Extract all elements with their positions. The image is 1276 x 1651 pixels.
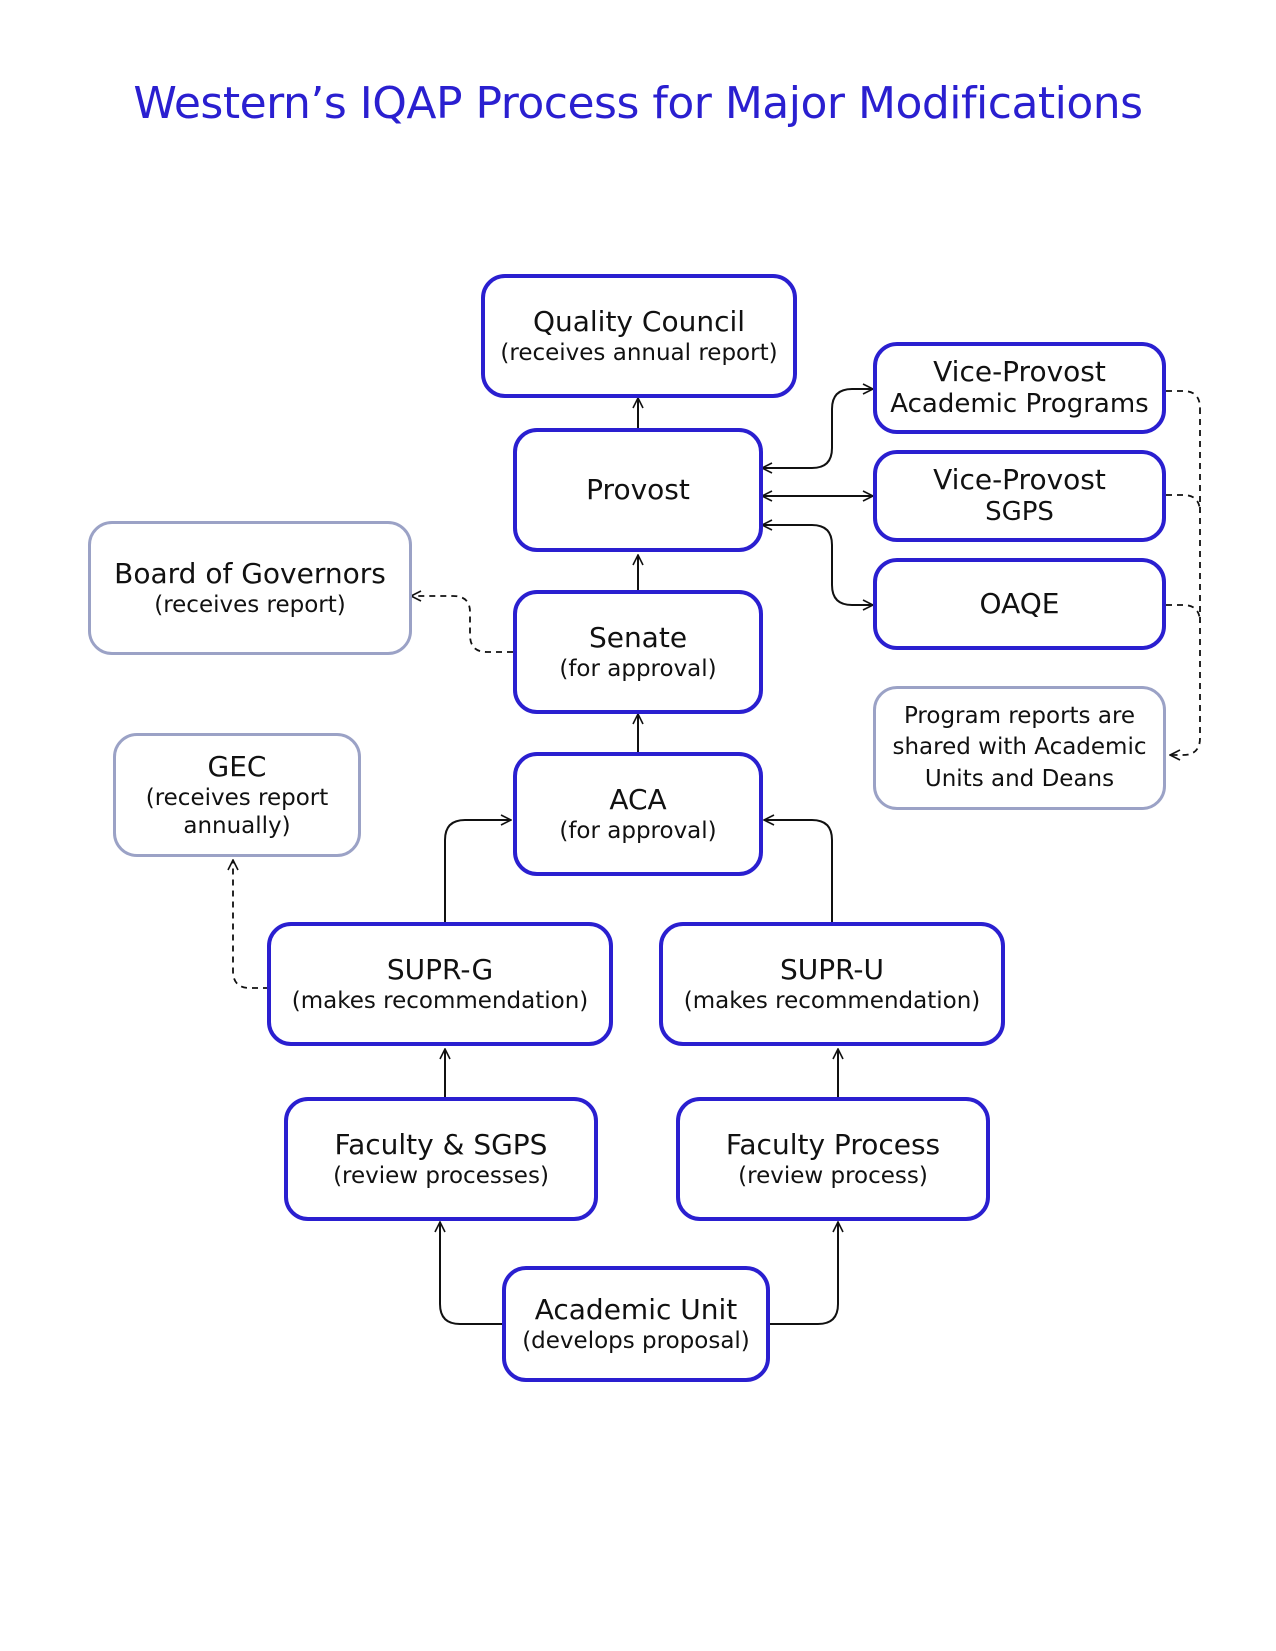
senate-box: Senate (for approval) bbox=[513, 590, 763, 714]
quality-council-box: Quality Council (receives annual report) bbox=[481, 274, 797, 398]
arrow-provost-vp-academic bbox=[762, 389, 873, 468]
academic-unit-box: Academic Unit (develops proposal) bbox=[502, 1266, 770, 1382]
faculty-sgps-sub: (review processes) bbox=[333, 1163, 549, 1190]
faculty-process-label: Faculty Process bbox=[725, 1127, 941, 1161]
dashed-arrow-senate-to-board bbox=[411, 596, 513, 653]
oaqe-box: OAQE bbox=[873, 558, 1166, 650]
dashed-line-oaqe bbox=[1166, 604, 1201, 623]
program-reports-line-2: shared with Academic bbox=[892, 734, 1147, 761]
page-title: Western’s IQAP Process for Major Modific… bbox=[133, 78, 1143, 129]
dashed-arrow-supr-g-to-gec bbox=[233, 860, 269, 989]
faculty-process-box: Faculty Process (review process) bbox=[676, 1097, 990, 1221]
academic-unit-label: Academic Unit bbox=[534, 1292, 738, 1326]
vp-academic-box: Vice-Provost Academic Programs bbox=[873, 342, 1166, 434]
aca-sub: (for approval) bbox=[559, 818, 717, 845]
supr-g-sub: (makes recommendation) bbox=[291, 988, 589, 1015]
board-of-governors-box: Board of Governors (receives report) bbox=[88, 521, 412, 655]
program-reports-line-3: Units and Deans bbox=[924, 765, 1115, 792]
arrow-provost-oaqe bbox=[762, 525, 873, 605]
vp-sgps-sub: SGPS bbox=[985, 497, 1054, 528]
vp-academic-sub: Academic Programs bbox=[890, 389, 1149, 420]
dashed-arrow-to-program-reports bbox=[1170, 408, 1201, 755]
arrow-supr-g-to-aca bbox=[444, 820, 511, 927]
program-reports-line-1: Program reports are bbox=[903, 703, 1136, 730]
board-sub: (receives report) bbox=[154, 592, 346, 619]
oaqe-label: OAQE bbox=[979, 586, 1060, 620]
faculty-sgps-label: Faculty & SGPS bbox=[334, 1127, 548, 1161]
senate-sub: (for approval) bbox=[559, 656, 717, 683]
provost-label: Provost bbox=[586, 472, 690, 506]
vp-sgps-box: Vice-Provost SGPS bbox=[873, 450, 1166, 542]
gec-box: GEC (receives report annually) bbox=[113, 733, 361, 857]
faculty-process-sub: (review process) bbox=[738, 1163, 928, 1190]
academic-unit-sub: (develops proposal) bbox=[522, 1328, 750, 1355]
quality-council-sub: (receives annual report) bbox=[500, 340, 778, 367]
dashed-line-vp-sgps bbox=[1166, 494, 1201, 513]
program-reports-note: Program reports are shared with Academic… bbox=[873, 686, 1166, 810]
gec-label: GEC bbox=[207, 749, 267, 783]
supr-g-box: SUPR-G (makes recommendation) bbox=[267, 922, 613, 1046]
dashed-line-vp-academic bbox=[1166, 390, 1201, 409]
gec-sub-2: annually) bbox=[183, 813, 291, 840]
quality-council-label: Quality Council bbox=[532, 304, 746, 338]
board-label: Board of Governors bbox=[114, 556, 386, 590]
arrow-academic-unit-to-faculty-process bbox=[770, 1222, 838, 1325]
senate-label: Senate bbox=[588, 620, 688, 654]
vp-sgps-label: Vice-Provost bbox=[933, 463, 1106, 497]
arrow-academic-unit-to-faculty-sgps bbox=[440, 1222, 502, 1325]
faculty-sgps-box: Faculty & SGPS (review processes) bbox=[284, 1097, 598, 1221]
aca-box: ACA (for approval) bbox=[513, 752, 763, 876]
supr-u-sub: (makes recommendation) bbox=[683, 988, 981, 1015]
supr-g-label: SUPR-G bbox=[386, 952, 494, 986]
supr-u-label: SUPR-U bbox=[779, 952, 885, 986]
gec-sub-1: (receives report bbox=[145, 785, 329, 812]
arrow-supr-u-to-aca bbox=[764, 820, 833, 927]
vp-academic-label: Vice-Provost bbox=[933, 355, 1106, 389]
supr-u-box: SUPR-U (makes recommendation) bbox=[659, 922, 1005, 1046]
provost-box: Provost bbox=[513, 428, 763, 552]
aca-label: ACA bbox=[609, 782, 667, 816]
